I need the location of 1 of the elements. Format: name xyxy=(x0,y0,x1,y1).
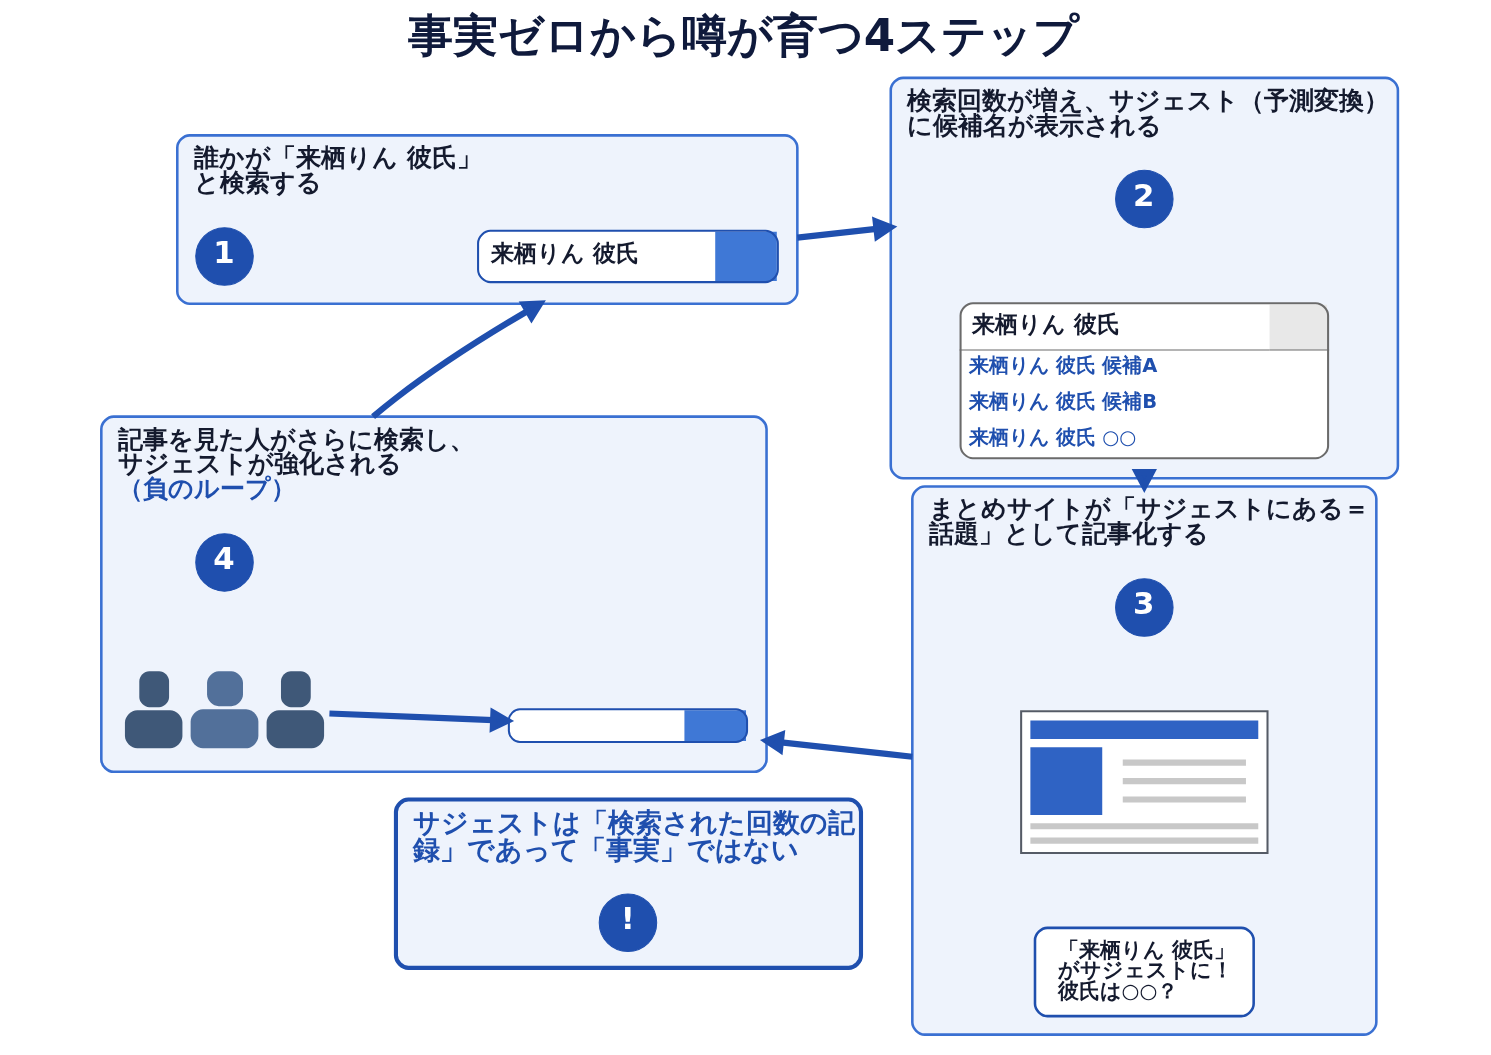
diagram-title: 事実ゼロから噂が育つ4ステップ xyxy=(407,9,1080,63)
